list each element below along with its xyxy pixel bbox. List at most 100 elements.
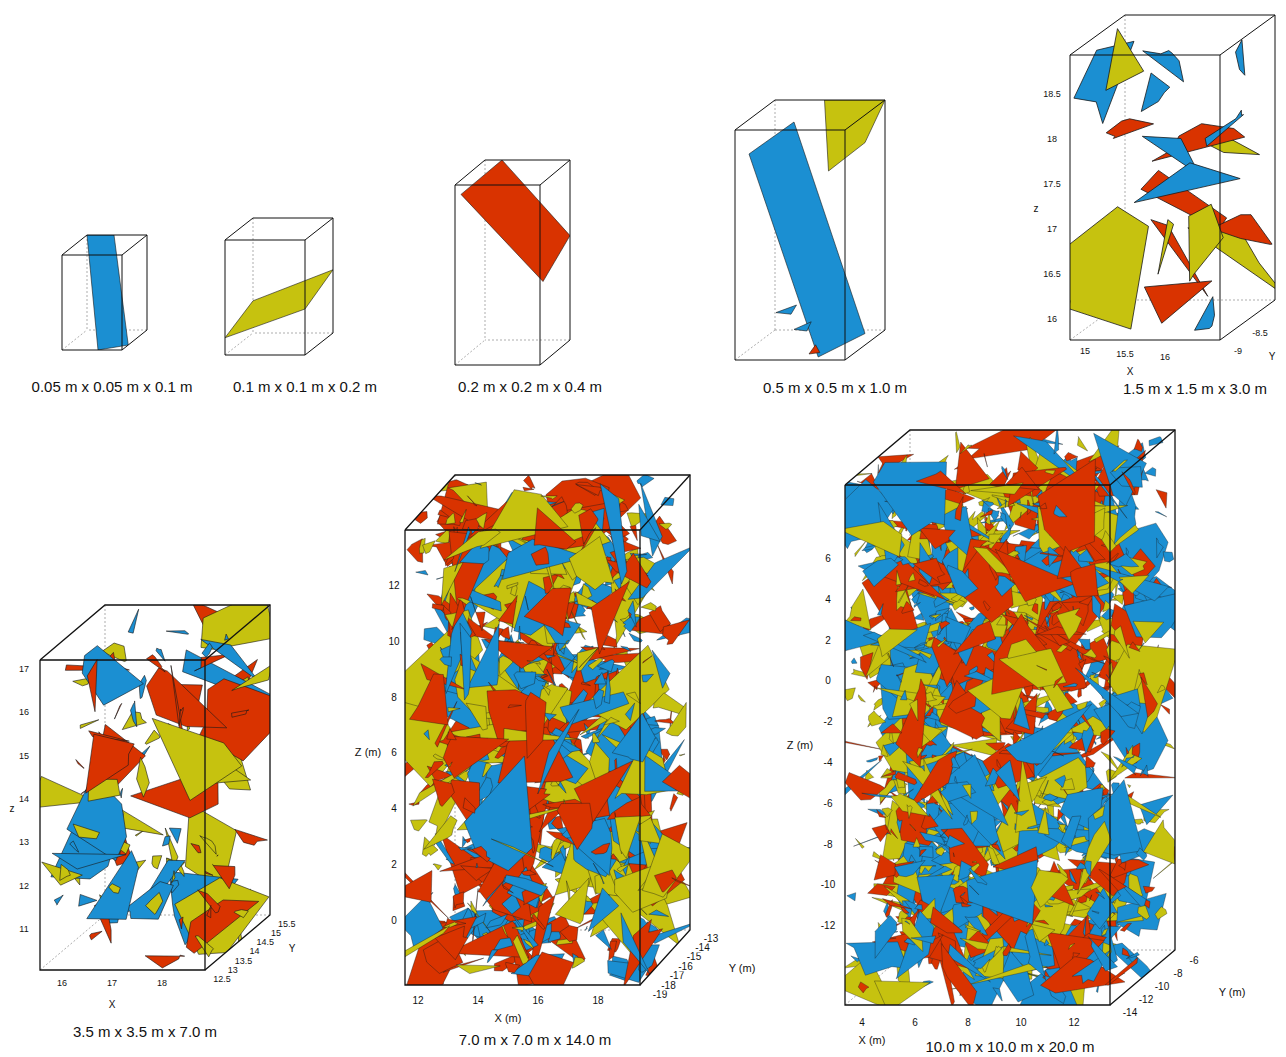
fracture-plane bbox=[1141, 73, 1169, 112]
fracture-plane bbox=[172, 871, 175, 883]
fracture-plane bbox=[462, 519, 479, 531]
fracture-plane bbox=[652, 650, 670, 688]
box-edge bbox=[1070, 55, 1220, 340]
fracture-plane bbox=[512, 927, 523, 931]
fracture-plane bbox=[87, 660, 97, 712]
fracture-plane bbox=[900, 690, 907, 700]
fracture-plane bbox=[482, 763, 491, 776]
fracture-plane bbox=[446, 513, 455, 524]
fracture-plane bbox=[531, 547, 549, 565]
hidden-edge bbox=[1125, 300, 1275, 301]
fracture-plane bbox=[440, 657, 452, 666]
fracture-plane bbox=[467, 496, 477, 506]
fracture-plane bbox=[1189, 204, 1223, 281]
fracture-plane bbox=[953, 853, 955, 857]
fracture-plane bbox=[1139, 643, 1144, 650]
fracture-plane bbox=[581, 682, 590, 686]
fracture-plane bbox=[973, 946, 1004, 968]
fracture-plane bbox=[541, 496, 557, 499]
fracture-plane bbox=[80, 720, 99, 729]
rock-block bbox=[735, 100, 885, 360]
fracture-plane bbox=[965, 917, 988, 935]
fracture-plane bbox=[225, 270, 333, 338]
fracture-plane bbox=[529, 952, 574, 998]
fracture-plane bbox=[205, 871, 213, 875]
fracture-plane bbox=[507, 583, 518, 589]
fracture-plane bbox=[532, 914, 545, 929]
fracture-plane bbox=[1106, 29, 1144, 91]
box-edge bbox=[225, 218, 333, 355]
fracture-plane bbox=[434, 840, 454, 865]
fracture-plane bbox=[560, 925, 578, 941]
fracture-plane bbox=[225, 634, 229, 640]
fracture-plane bbox=[1157, 685, 1165, 693]
fracture-plane bbox=[179, 707, 183, 725]
fracture-plane bbox=[449, 762, 452, 767]
fracture-plane bbox=[591, 843, 610, 854]
fracture-plane bbox=[1128, 785, 1131, 788]
fracture-plane bbox=[145, 730, 160, 744]
fracture-plane bbox=[1043, 794, 1058, 801]
fracture-plane bbox=[858, 695, 865, 702]
fracture-plane bbox=[1083, 649, 1097, 658]
box-edge bbox=[735, 130, 845, 360]
fracture-plane bbox=[432, 604, 444, 611]
fracture-plane bbox=[910, 824, 916, 831]
fracture-plane bbox=[961, 903, 971, 907]
box-edge bbox=[40, 605, 270, 970]
fracture-plane bbox=[1143, 765, 1148, 777]
fracture-set bbox=[461, 160, 570, 282]
fracture-plane bbox=[73, 824, 99, 839]
fracture-plane bbox=[1083, 917, 1086, 936]
fracture-plane bbox=[518, 626, 521, 641]
fracture-plane bbox=[809, 345, 820, 354]
fracture-plane bbox=[582, 645, 669, 730]
fracture-plane bbox=[989, 533, 1003, 548]
fracture-plane bbox=[552, 502, 564, 507]
fracture-plane bbox=[621, 646, 631, 651]
fracture-plane bbox=[411, 820, 428, 831]
fracture-plane bbox=[1035, 920, 1049, 924]
fracture-plane bbox=[444, 529, 500, 560]
fracture-plane bbox=[637, 474, 654, 487]
fracture-plane bbox=[76, 760, 84, 769]
fracture-plane bbox=[467, 624, 498, 687]
fracture-plane bbox=[679, 754, 685, 756]
fracture-plane bbox=[654, 870, 676, 892]
fracture-plane bbox=[494, 938, 513, 950]
fracture-plane bbox=[508, 705, 521, 708]
fracture-plane bbox=[1044, 939, 1049, 945]
fracture-plane bbox=[593, 690, 604, 709]
fracture-plane bbox=[612, 713, 655, 762]
fracture-plane bbox=[476, 863, 478, 868]
fracture-plane bbox=[207, 905, 211, 917]
fracture-plane bbox=[600, 484, 627, 584]
fracture-plane bbox=[1205, 110, 1243, 146]
fracture-plane bbox=[453, 892, 464, 908]
fracture-plane bbox=[559, 640, 569, 650]
box-edge bbox=[405, 530, 640, 985]
fracture-plane bbox=[385, 926, 450, 969]
fracture-plane bbox=[114, 703, 121, 719]
fracture-plane bbox=[960, 445, 972, 454]
hidden-edge bbox=[455, 340, 485, 365]
fracture-plane bbox=[424, 816, 457, 850]
fracture-plane bbox=[120, 788, 122, 798]
fracture-plane bbox=[593, 863, 604, 883]
fracture-plane bbox=[120, 809, 163, 834]
fracture-plane bbox=[1032, 627, 1086, 636]
fracture-plane bbox=[982, 501, 994, 507]
hidden-edge bbox=[253, 333, 333, 334]
fracture-plane bbox=[525, 596, 528, 610]
fracture-plane bbox=[1065, 452, 1078, 461]
fracture-plane bbox=[390, 871, 432, 903]
fracture-plane bbox=[952, 599, 965, 610]
fracture-plane bbox=[1160, 704, 1169, 714]
fracture-plane bbox=[1122, 948, 1130, 957]
fracture-plane bbox=[217, 855, 218, 856]
fracture-plane bbox=[649, 910, 669, 916]
fracture-plane bbox=[596, 930, 612, 949]
fracture-plane bbox=[534, 508, 576, 549]
fracture-plane bbox=[879, 756, 884, 762]
